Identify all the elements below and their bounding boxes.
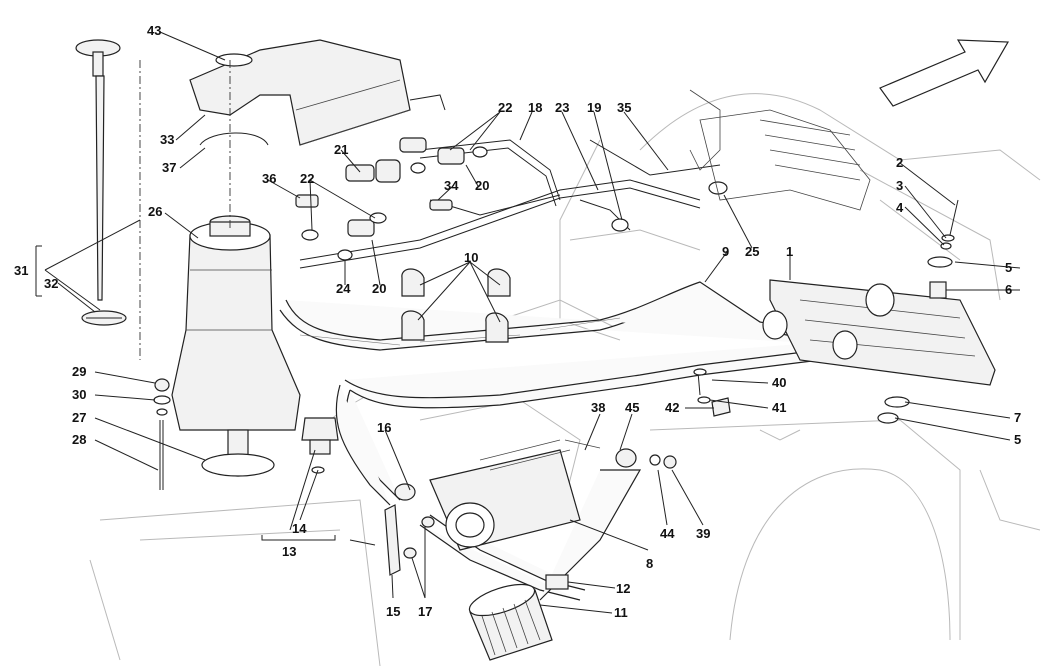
callout-label: 13 <box>282 544 296 559</box>
callout-label: 28 <box>72 432 86 447</box>
leader-lines <box>35 31 1021 614</box>
callout-label: 42 <box>665 400 679 415</box>
callout-labels: 43 22 18 23 19 35 33 37 21 34 20 36 22 2… <box>14 23 1021 620</box>
fasteners-left <box>153 378 171 490</box>
callout-label: 20 <box>475 178 489 193</box>
callout-label: 32 <box>44 276 58 291</box>
callout-label: 44 <box>660 526 675 541</box>
callout-label: 26 <box>148 204 162 219</box>
callout-label: 25 <box>745 244 759 259</box>
callout-label: 24 <box>336 281 351 296</box>
callout-label: 27 <box>72 410 86 425</box>
callout-label: 20 <box>372 281 386 296</box>
small-fittings <box>295 137 728 261</box>
callout-label: 8 <box>646 556 653 571</box>
callout-label: 38 <box>591 400 605 415</box>
callout-label: 22 <box>300 171 314 186</box>
circlip <box>199 132 269 146</box>
callout-label: 3 <box>896 178 903 193</box>
callout-label: 18 <box>528 100 542 115</box>
hose-clips <box>401 268 511 343</box>
callout-label: 17 <box>418 604 432 619</box>
callout-label: 2 <box>896 155 903 170</box>
callout-label: 21 <box>334 142 348 157</box>
pressure-switch <box>301 417 339 474</box>
callout-label: 15 <box>386 604 400 619</box>
dipstick <box>75 39 127 326</box>
callout-label: 31 <box>14 263 28 278</box>
callout-label: 37 <box>162 160 176 175</box>
callout-label: 1 <box>786 244 793 259</box>
callout-label: 5 <box>1014 432 1021 447</box>
callout-label: 36 <box>262 171 276 186</box>
oil-pump <box>429 439 581 551</box>
callout-label: 11 <box>614 605 628 620</box>
fasteners-right <box>564 368 731 469</box>
callout-label: 4 <box>896 200 904 215</box>
oil-tank <box>171 215 301 477</box>
callout-label: 35 <box>617 100 631 115</box>
upper-reservoir <box>189 39 446 146</box>
oil-filter <box>468 574 569 661</box>
callout-label: 22 <box>498 100 512 115</box>
callout-label: 29 <box>72 364 86 379</box>
callout-label: 41 <box>772 400 786 415</box>
callout-label: 45 <box>625 400 639 415</box>
callout-label: 39 <box>696 526 710 541</box>
callout-label: 9 <box>722 244 729 259</box>
callout-label: 34 <box>444 178 459 193</box>
callout-label: 33 <box>160 132 174 147</box>
callout-label: 23 <box>555 100 569 115</box>
callout-label: 16 <box>377 420 391 435</box>
callout-label: 43 <box>147 23 161 38</box>
callout-label: 19 <box>587 100 601 115</box>
callout-label: 30 <box>72 387 86 402</box>
intake-assembly <box>689 89 871 211</box>
bracket <box>349 483 435 576</box>
callout-label: 14 <box>292 521 307 536</box>
callout-label: 5 <box>1005 260 1012 275</box>
oil-cooler <box>762 199 996 424</box>
callout-label: 40 <box>772 375 786 390</box>
callout-label: 7 <box>1014 410 1021 425</box>
front-arrow-icon <box>879 39 1010 107</box>
group-bracket <box>261 535 336 541</box>
callout-label: 10 <box>464 250 478 265</box>
callout-label: 12 <box>616 581 630 596</box>
callout-label: 6 <box>1005 282 1012 297</box>
